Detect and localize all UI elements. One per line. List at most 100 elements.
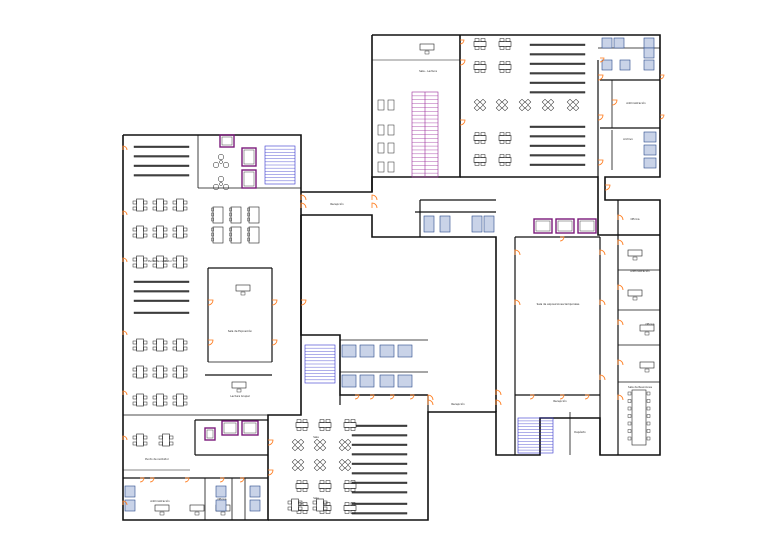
elevator [555, 218, 575, 234]
stair-center [304, 344, 336, 384]
table-top [136, 365, 144, 379]
chair [132, 441, 137, 446]
doors-layer [122, 39, 665, 506]
door-swing [617, 214, 624, 221]
chair [480, 154, 486, 158]
reading-cluster [541, 98, 555, 112]
elevator [533, 218, 553, 234]
wall-central-court [301, 214, 497, 412]
chair [172, 395, 177, 400]
chair [296, 510, 302, 514]
chair [159, 511, 165, 516]
bookshelf [351, 453, 408, 456]
reading-table [312, 498, 328, 512]
elevator-cab [243, 422, 257, 434]
chair [247, 227, 250, 232]
wc-stall [643, 157, 657, 169]
table-top [176, 393, 184, 407]
seat [541, 98, 549, 106]
elevator-shaft [555, 218, 575, 234]
wc-stall [379, 344, 395, 358]
chair [323, 506, 328, 511]
door-swing [122, 330, 128, 336]
table-top [295, 483, 309, 489]
table-top [136, 255, 144, 269]
door-swing [599, 57, 605, 63]
door-swing [369, 394, 375, 400]
chair [163, 227, 168, 232]
chair [646, 436, 651, 441]
door-swing [617, 239, 624, 246]
chair [344, 488, 350, 492]
table-top [343, 505, 357, 511]
reading-table [152, 225, 168, 239]
table [219, 182, 223, 186]
bookshelf [529, 43, 586, 46]
elevator-shaft [577, 218, 597, 234]
elevator [241, 169, 257, 189]
chair [474, 154, 480, 158]
wc-stall [379, 374, 395, 388]
elevator-cab [243, 171, 255, 187]
table-top [136, 198, 144, 212]
seat [344, 458, 352, 466]
seat [501, 104, 509, 112]
door-swing [207, 339, 214, 346]
chair [143, 263, 148, 268]
chair [302, 502, 308, 506]
door-swing [271, 339, 278, 346]
seat [313, 458, 321, 466]
lounge-set [212, 175, 230, 191]
chair [627, 391, 632, 396]
seat [297, 444, 305, 452]
seat [291, 444, 299, 452]
table-top [156, 365, 164, 379]
table-top [318, 483, 332, 489]
elevator [241, 420, 259, 436]
seat [479, 98, 487, 106]
chair [143, 367, 148, 372]
bookshelf [133, 174, 190, 177]
chair [302, 488, 308, 492]
chair [163, 401, 168, 406]
chair [344, 427, 350, 431]
chair [474, 162, 480, 166]
elevator-shaft [219, 134, 235, 148]
bookshelf [351, 472, 408, 475]
seat [541, 104, 549, 112]
bookshelf [529, 62, 586, 65]
lounge-set [212, 153, 230, 169]
seat [344, 444, 352, 452]
elevator [221, 420, 239, 436]
chair [474, 132, 480, 136]
room-label-bottom-mid-top: Sala [313, 435, 319, 439]
bookshelf [529, 125, 586, 128]
seat [518, 104, 526, 112]
reading-table [172, 198, 188, 212]
chair [644, 368, 650, 373]
chair [646, 391, 651, 396]
elevator [204, 427, 216, 441]
door-swing [617, 319, 624, 326]
computer-table [212, 226, 224, 244]
room-label-right-col-3: Oficina [645, 322, 654, 326]
table-top [473, 41, 487, 47]
room-label-right-big: Sala de exposiciones temporales [537, 302, 580, 306]
chair [172, 206, 177, 211]
bookshelf [529, 144, 586, 147]
chair [505, 61, 511, 65]
door-swing [611, 99, 618, 106]
bookshelf [133, 155, 190, 158]
seat [338, 438, 346, 446]
door-swing [122, 435, 128, 441]
bookshelf [351, 434, 408, 437]
table-top [473, 64, 487, 70]
chair [646, 429, 651, 433]
door-swing [559, 236, 565, 242]
reading-table [132, 255, 148, 269]
reading-cluster [518, 98, 532, 112]
chair [183, 233, 188, 238]
study-table [343, 419, 357, 431]
chair [236, 388, 242, 393]
door-swing [184, 477, 190, 483]
